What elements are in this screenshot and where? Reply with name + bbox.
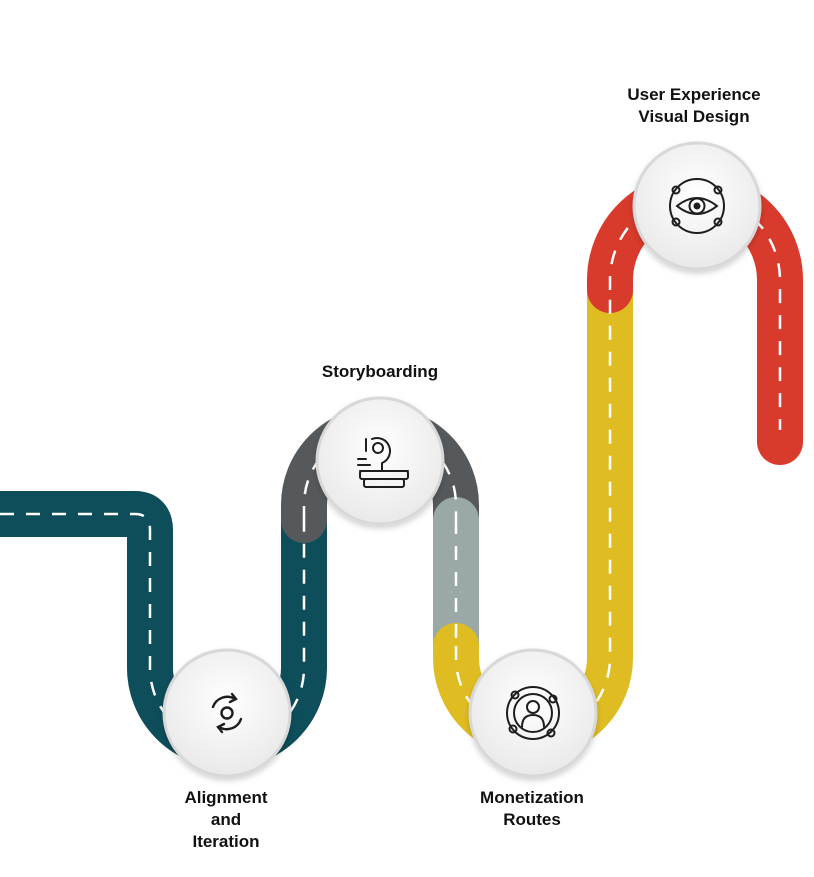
- label-line: User Experience: [627, 85, 761, 104]
- label-line: Storyboarding: [321, 362, 439, 381]
- label-line: Alignment: [184, 788, 268, 807]
- label-line: and: [210, 810, 242, 829]
- label-line: Iteration: [192, 832, 260, 851]
- storyboard-icon: [357, 437, 409, 488]
- label-line: Monetization: [480, 788, 584, 807]
- label-storyboarding: Storyboarding: [290, 361, 470, 383]
- milestone-node-storyboarding: [315, 396, 445, 526]
- label-user-experience-visual-design: User Experience Visual Design: [594, 84, 794, 128]
- label-monetization-routes: Monetization Routes: [452, 787, 612, 831]
- label-line: Visual Design: [638, 107, 750, 126]
- milestone-node-monetization: [468, 648, 598, 778]
- person-orbit-icon: [506, 686, 560, 740]
- milestone-node-alignment: [162, 648, 292, 778]
- cycle-icon: [211, 692, 243, 734]
- label-alignment-and-iteration: Alignment and Iteration: [146, 787, 306, 853]
- milestone-node-ux: [632, 141, 762, 271]
- eye-orbit-icon: [669, 178, 725, 234]
- road-dash-teal: [0, 512, 306, 747]
- label-line: Routes: [503, 810, 561, 829]
